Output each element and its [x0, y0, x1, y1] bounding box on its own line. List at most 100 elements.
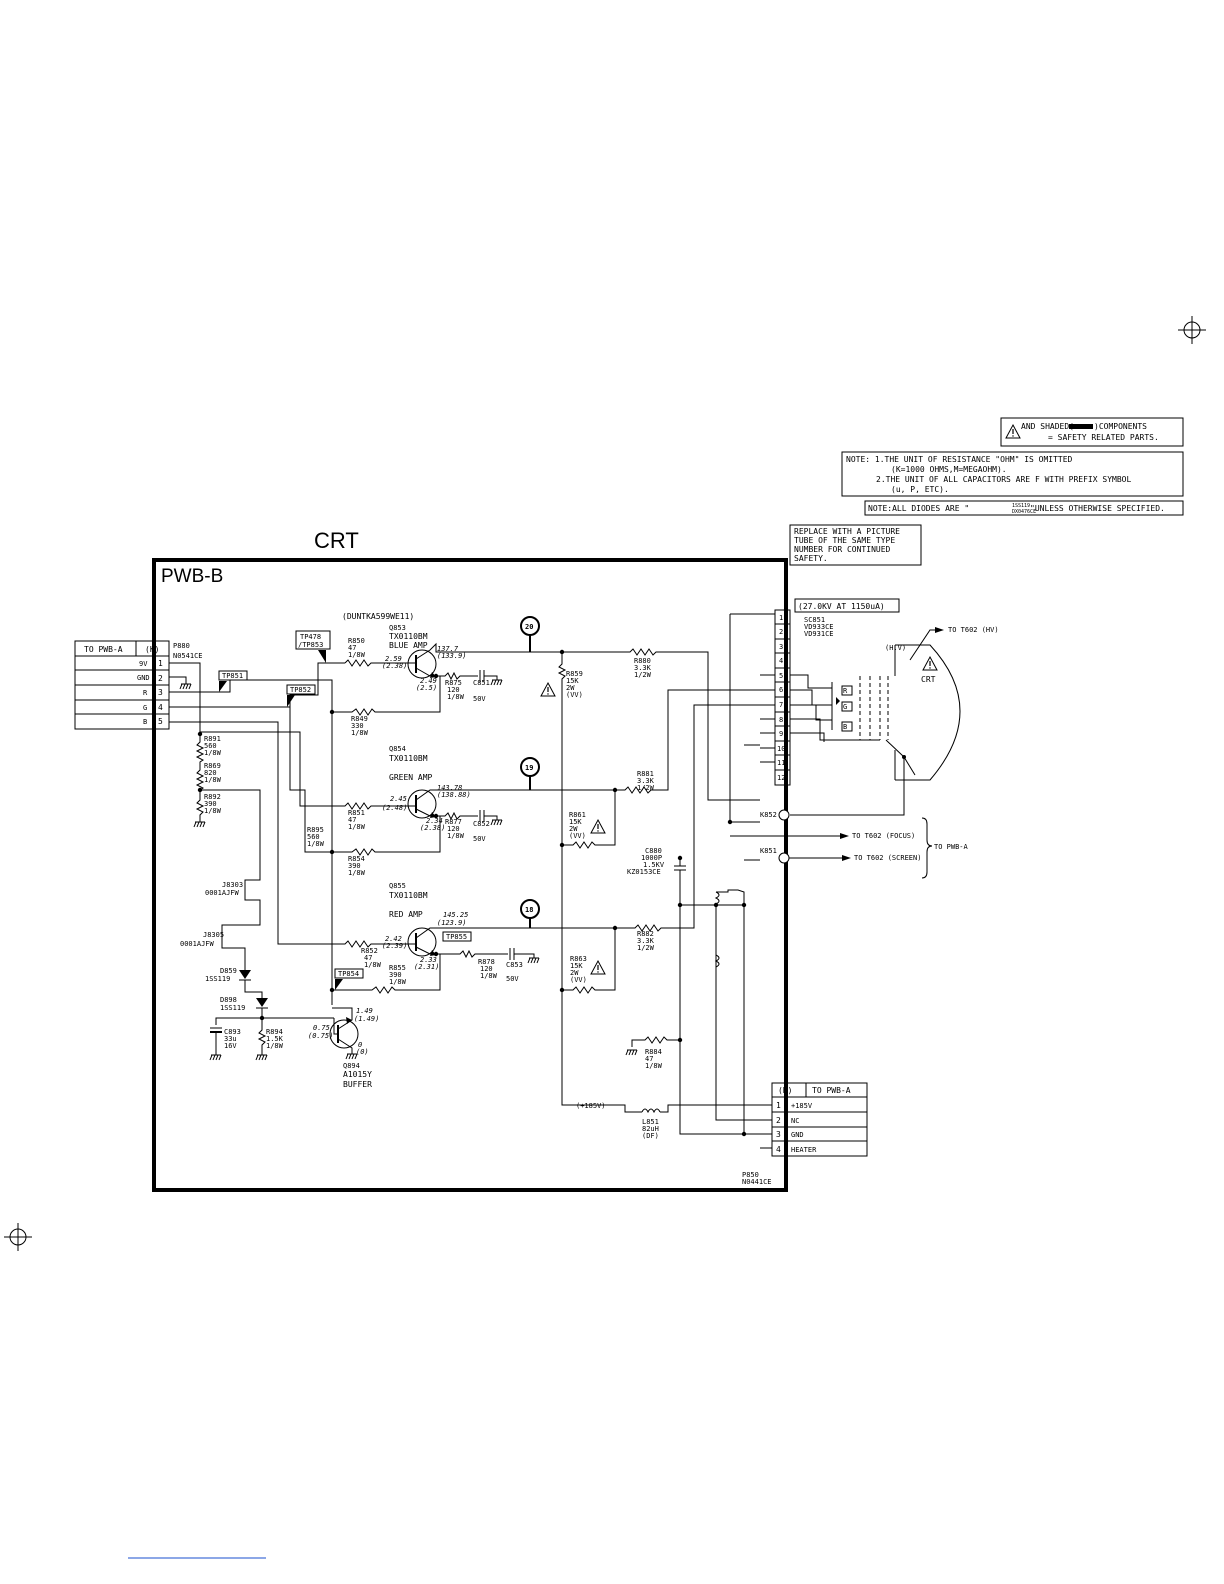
- svg-text:R880: R880: [634, 657, 651, 665]
- svg-text:TO T602 (FOCUS): TO T602 (FOCUS): [852, 832, 915, 840]
- svg-text:(2.38): (2.38): [420, 824, 445, 832]
- svg-text:2.59: 2.59: [385, 655, 402, 663]
- svg-text:1SS119: 1SS119: [205, 975, 230, 983]
- svg-text:R: R: [143, 689, 148, 697]
- svg-text:560: 560: [204, 742, 217, 750]
- svg-text:G: G: [843, 703, 847, 711]
- pwb-b-frame: [152, 558, 788, 1192]
- svg-text:390: 390: [348, 862, 361, 870]
- svg-text:(2.31): (2.31): [414, 963, 439, 971]
- svg-text:50V: 50V: [473, 835, 486, 843]
- test-points: TP478 /TP853 TP851 TP852 TP854 TP855: [218, 630, 472, 990]
- svg-text:12: 12: [777, 774, 785, 782]
- svg-text:7: 7: [779, 701, 783, 709]
- svg-text:R863: R863: [570, 955, 587, 963]
- svg-text:0: 0: [358, 1041, 362, 1049]
- svg-text:R849: R849: [351, 715, 368, 723]
- svg-text:47: 47: [364, 954, 372, 962]
- svg-text:HEATER: HEATER: [791, 1146, 817, 1154]
- svg-text:1/8W: 1/8W: [389, 978, 407, 986]
- svg-text:0001AJFW: 0001AJFW: [205, 889, 240, 897]
- svg-text:SAFETY.: SAFETY.: [794, 554, 828, 563]
- svg-text:50V: 50V: [506, 975, 519, 983]
- svg-text:5: 5: [779, 672, 783, 680]
- svg-text:(27.0KV AT 1150uA): (27.0KV AT 1150uA): [798, 602, 885, 611]
- svg-text:47: 47: [348, 644, 356, 652]
- svg-text:TO PWB-A: TO PWB-A: [934, 843, 969, 851]
- svg-text:AND SHADED(: AND SHADED(: [1021, 422, 1074, 431]
- blue-amp-stage: Q853 TX0110BM BLUE AMP R850 47 1/8W 137.…: [332, 624, 520, 737]
- svg-text:P880: P880: [173, 642, 190, 650]
- svg-text:R852: R852: [361, 947, 378, 955]
- svg-text:KZ0153CE: KZ0153CE: [627, 868, 661, 876]
- svg-text:J8303: J8303: [222, 881, 243, 889]
- svg-text:3: 3: [779, 643, 783, 651]
- svg-text:R877: R877: [445, 818, 462, 826]
- svg-text:BLUE AMP: BLUE AMP: [389, 641, 428, 650]
- svg-text:33u: 33u: [224, 1035, 237, 1043]
- svg-text:1.5KV: 1.5KV: [643, 861, 665, 869]
- svg-text:N0541CE: N0541CE: [173, 652, 203, 660]
- svg-text:D898: D898: [220, 996, 237, 1004]
- svg-text:TO PWB-A: TO PWB-A: [812, 1086, 851, 1095]
- svg-text:18: 18: [525, 906, 533, 914]
- svg-text:1/8W: 1/8W: [351, 729, 369, 737]
- svg-text:47: 47: [645, 1055, 653, 1063]
- crt-heading: CRT: [314, 528, 359, 553]
- registration-mark-right: [1177, 315, 1207, 345]
- svg-text:390: 390: [389, 971, 402, 979]
- svg-text:143.78: 143.78: [437, 784, 462, 792]
- svg-text:TX0110BM: TX0110BM: [389, 754, 428, 763]
- svg-text:1/8W: 1/8W: [204, 807, 222, 815]
- svg-text:B: B: [143, 718, 147, 726]
- svg-text:/TP853: /TP853: [298, 641, 323, 649]
- svg-text:82uH: 82uH: [642, 1125, 659, 1133]
- svg-text:560: 560: [307, 833, 320, 841]
- svg-text:1000P: 1000P: [641, 854, 662, 862]
- svg-text:NOTE:ALL DIODES ARE ": NOTE:ALL DIODES ARE ": [868, 504, 969, 513]
- svg-text:GND: GND: [791, 1131, 804, 1139]
- safety-note-box: AND SHADED( )COMPONENTS = SAFETY RELATED…: [1000, 417, 1184, 447]
- input-wiring: [169, 662, 345, 945]
- svg-text:4: 4: [776, 1145, 781, 1154]
- svg-text:1/8W: 1/8W: [348, 823, 366, 831]
- svg-text:19: 19: [525, 764, 533, 772]
- svg-text:(VV): (VV): [570, 976, 587, 984]
- svg-text:1/8W: 1/8W: [348, 869, 366, 877]
- svg-text:C893: C893: [224, 1028, 241, 1036]
- svg-text:1/8W: 1/8W: [348, 651, 366, 659]
- connector-k: TO PWB-A (K) P880 N0541CE 9V GND R G B 1…: [74, 640, 203, 730]
- svg-text:SC851: SC851: [804, 616, 825, 624]
- svg-text:0001AJFW: 0001AJFW: [180, 940, 215, 948]
- svg-text:145.25: 145.25: [443, 911, 468, 919]
- svg-text:TP851: TP851: [222, 672, 243, 680]
- svg-text:R891: R891: [204, 735, 221, 743]
- svg-text:"UNLESS OTHERWISE SPECIFIED.: "UNLESS OTHERWISE SPECIFIED.: [1030, 504, 1165, 513]
- svg-text:2W: 2W: [569, 825, 578, 833]
- svg-text:(H): (H): [778, 1086, 792, 1095]
- diode-note-box: NOTE:ALL DIODES ARE " 1SS119 DX0476CE "U…: [864, 500, 1184, 516]
- svg-text:15K: 15K: [570, 962, 583, 970]
- svg-text:3.3K: 3.3K: [637, 777, 655, 785]
- svg-text:N0441CE: N0441CE: [742, 1178, 772, 1186]
- svg-text:(+185V): (+185V): [576, 1102, 606, 1110]
- svg-text:(K=1000 OHMS,M=MEGAOHM).: (K=1000 OHMS,M=MEGAOHM).: [891, 465, 1007, 474]
- svg-text:3.3K: 3.3K: [634, 664, 652, 672]
- svg-text:NC: NC: [791, 1117, 799, 1125]
- svg-text:BUFFER: BUFFER: [343, 1080, 372, 1089]
- svg-text:1/8W: 1/8W: [645, 1062, 663, 1070]
- svg-text:1.5K: 1.5K: [266, 1035, 284, 1043]
- svg-text:2: 2: [776, 1116, 781, 1125]
- svg-text:NUMBER FOR CONTINUED: NUMBER FOR CONTINUED: [794, 545, 891, 554]
- svg-text:1SS119: 1SS119: [1012, 503, 1030, 509]
- red-amp-stage: Q855 TX0110BM RED AMP R852 47 1/8W 145.2…: [278, 882, 540, 994]
- svg-text:R854: R854: [348, 855, 365, 863]
- svg-text:2.34: 2.34: [426, 817, 443, 825]
- svg-text:TX0110BM: TX0110BM: [389, 891, 428, 900]
- left-resistor-chain: R891 560 1/8W R869 820 1/8W R892 390 1/8…: [180, 734, 334, 1061]
- svg-text:2W: 2W: [566, 684, 575, 692]
- green-amp-stage: Q854 TX0110BM GREEN AMP R851 47 1/8W 143…: [289, 707, 520, 877]
- svg-text:K852: K852: [760, 811, 777, 819]
- board-label: PWB-B: [161, 566, 223, 587]
